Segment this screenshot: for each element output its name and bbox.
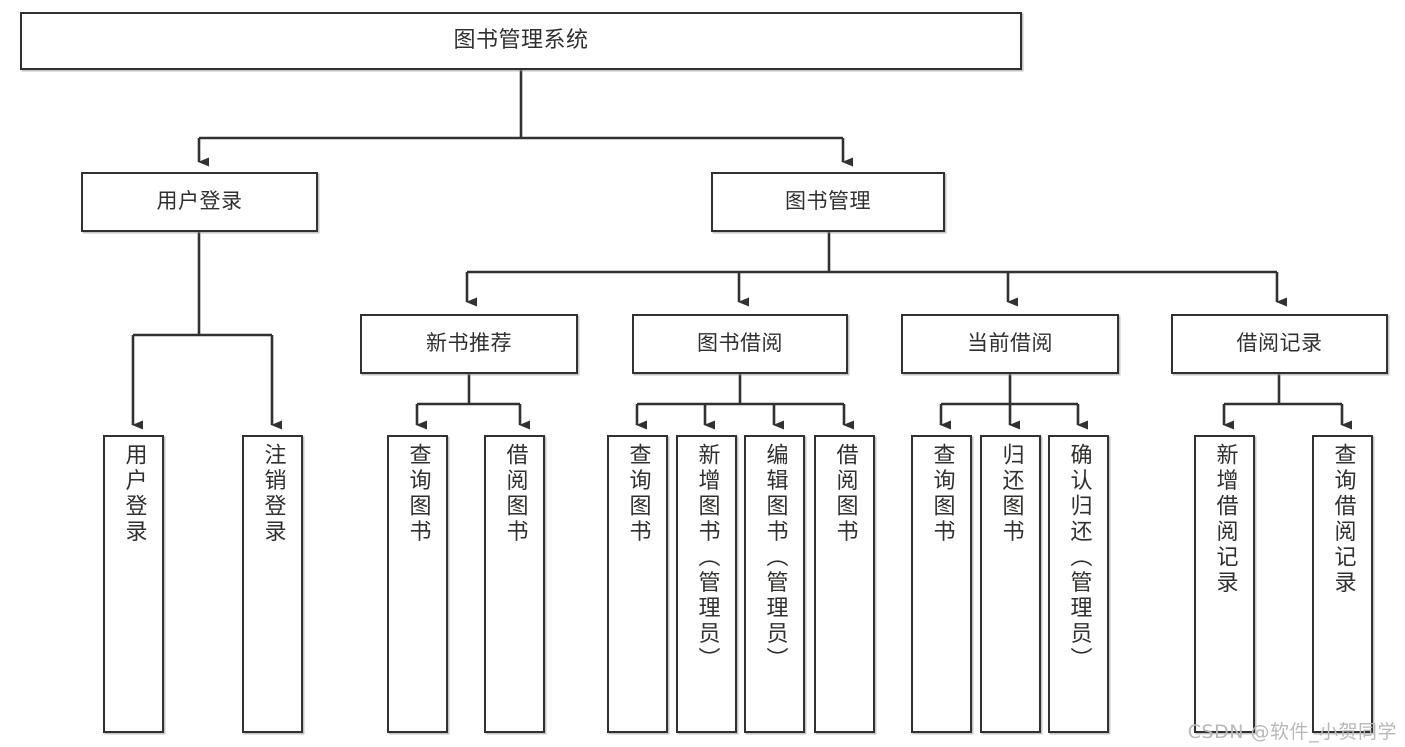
leaf-new-book-query[interactable]: 查询图书 [387,435,448,733]
leaf-book-borrow-edit[interactable]: 编辑图书（管理员） [744,435,805,733]
leaf-borrow-record-query[interactable]: 查询借阅记录 [1312,435,1373,733]
leaf-book-borrow-add[interactable]: 新增图书（管理员） [676,435,737,733]
leaf-book-borrow-query-label: 查询图书 [625,443,651,545]
leaf-book-borrow-edit-label: 编辑图书（管理员） [762,443,788,673]
node-book-management[interactable]: 图书管理 [711,172,945,232]
node-current-borrow-label: 当前借阅 [967,331,1053,356]
leaf-book-borrow-borrow[interactable]: 借阅图书 [814,435,875,733]
node-new-book-recommend-label: 新书推荐 [426,331,512,356]
leaf-current-borrow-confirm-label: 确认归还（管理员） [1066,443,1092,673]
leaf-book-borrow-add-label: 新增图书（管理员） [694,443,720,673]
leaf-book-borrow-borrow-label: 借阅图书 [832,443,858,545]
leaf-current-borrow-return-label: 归还图书 [998,443,1024,545]
leaf-current-borrow-query-label: 查询图书 [929,443,955,545]
leaf-borrow-record-add-label: 新增借阅记录 [1212,443,1238,596]
leaf-borrow-record-add[interactable]: 新增借阅记录 [1194,435,1255,733]
node-book-borrow[interactable]: 图书借阅 [632,314,848,374]
leaf-user-login-login[interactable]: 用户登录 [103,435,164,733]
leaf-current-borrow-return[interactable]: 归还图书 [980,435,1041,733]
node-user-login-label: 用户登录 [156,189,243,214]
node-current-borrow[interactable]: 当前借阅 [901,314,1119,374]
node-user-login[interactable]: 用户登录 [81,172,318,232]
leaf-current-borrow-confirm[interactable]: 确认归还（管理员） [1048,435,1109,733]
node-book-borrow-label: 图书借阅 [697,331,783,356]
node-book-management-label: 图书管理 [785,189,871,214]
leaf-user-login-logout[interactable]: 注销登录 [242,435,303,733]
node-borrow-record[interactable]: 借阅记录 [1171,314,1388,374]
leaf-borrow-record-query-label: 查询借阅记录 [1330,443,1356,596]
node-new-book-recommend[interactable]: 新书推荐 [360,314,578,374]
leaf-new-book-query-label: 查询图书 [405,443,431,545]
watermark-text: CSDN @软件_小贺同学 [1187,721,1397,743]
leaf-new-book-borrow-label: 借阅图书 [502,443,528,545]
leaf-user-login-login-label: 用户登录 [121,443,147,545]
leaf-user-login-logout-label: 注销登录 [260,443,286,545]
node-root-system-label: 图书管理系统 [453,27,589,53]
leaf-new-book-borrow[interactable]: 借阅图书 [484,435,545,733]
node-borrow-record-label: 借阅记录 [1236,331,1323,356]
leaf-current-borrow-query[interactable]: 查询图书 [911,435,972,733]
node-root-system[interactable]: 图书管理系统 [20,12,1022,70]
leaf-book-borrow-query[interactable]: 查询图书 [607,435,668,733]
